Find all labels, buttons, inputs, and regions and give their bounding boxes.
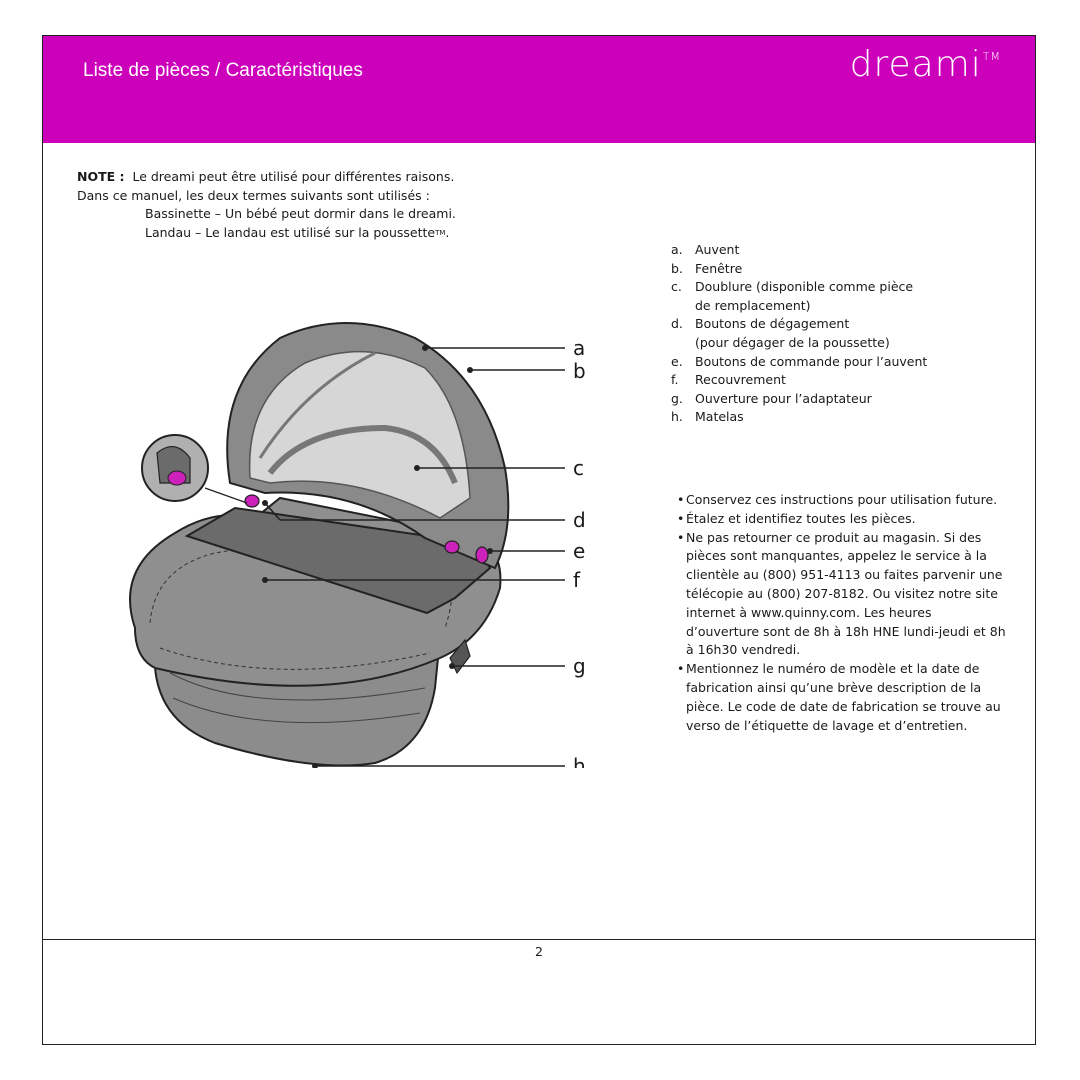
part-item: a.Auvent	[671, 242, 740, 257]
brand-logo: dreamiTM	[850, 44, 1001, 85]
instructions-list: Conservez ces instructions pour utilisat…	[677, 491, 1007, 735]
callout-e: e	[573, 539, 585, 563]
callout-g: g	[573, 654, 586, 678]
manual-page: Liste de pièces / Caractéristiques dream…	[42, 35, 1036, 1045]
adapter-opening	[449, 638, 471, 675]
part-item: d.Boutons de dégagement	[671, 316, 850, 332]
note-line-2: Dans ce manuel, les deux termes suivants…	[77, 187, 430, 203]
part-item: c.Doublure (disponible comme pièce	[671, 279, 914, 295]
note-block: NOTE : Le dreami peut être utilisé pour …	[77, 168, 456, 242]
callout-f: f	[573, 568, 581, 592]
release-button-left	[244, 494, 260, 508]
callout-b: b	[573, 359, 586, 383]
part-item: b.Fenêtre	[671, 260, 743, 276]
instruction-item: Ne pas retourner ce produit au magasin. …	[677, 529, 1007, 661]
mattress-stitch-2	[172, 697, 421, 724]
bassinet-diagram: a b c d e f g h	[129, 322, 586, 768]
callout-a: a	[573, 336, 585, 360]
brand-trademark: TM	[982, 50, 1001, 63]
page-title: Liste de pièces / Caractéristiques	[83, 60, 363, 81]
note-line-4-end: .	[445, 224, 450, 240]
note-trademark: TM	[435, 228, 446, 237]
instruction-item: Mentionnez le numéro de modèle et la dat…	[677, 660, 1007, 735]
parts-list: a.Auvent b.Fenêtre c.Doublure (disponibl…	[671, 241, 927, 427]
note-label: NOTE :	[77, 169, 125, 184]
page-header: Liste de pièces / Caractéristiques dream…	[43, 36, 1035, 143]
handle-bar	[184, 506, 492, 615]
part-item: f.Recouvrement	[671, 372, 786, 388]
part-item: h.Matelas	[671, 409, 744, 425]
brand-name: dreami	[849, 44, 982, 85]
instruction-item: Conservez ces instructions pour utilisat…	[677, 491, 1007, 510]
canopy-control-button	[475, 546, 489, 564]
cover-dashed-seam-2	[159, 647, 431, 670]
part-item: g.Ouverture pour l’adaptateur	[671, 390, 872, 406]
page-number: 2	[535, 944, 543, 959]
part-item: de remplacement)	[695, 297, 811, 313]
callout-h: h	[573, 754, 586, 768]
zoom-detail-button	[167, 470, 187, 486]
note-line-1: Le dreami peut être utilisé pour différe…	[132, 169, 455, 184]
release-button-right	[444, 540, 460, 554]
mattress-stitch	[169, 672, 426, 701]
canopy-rib	[258, 351, 376, 459]
note-line-3: Bassinette – Un bébé peut dormir dans le…	[145, 206, 456, 221]
callout-c: c	[573, 456, 584, 480]
instruction-item: Étalez et identifiez toutes les pièces.	[677, 510, 1007, 529]
footer-divider	[43, 939, 1035, 940]
canopy-panel	[267, 424, 458, 485]
canopy-lining	[248, 350, 471, 519]
part-item: (pour dégager de la poussette)	[695, 334, 890, 350]
part-item: e.Boutons de commande pour l’auvent	[671, 353, 928, 369]
note-line-4: Landau – Le landau est utilisé sur la po…	[145, 224, 436, 240]
callout-d: d	[573, 508, 586, 532]
